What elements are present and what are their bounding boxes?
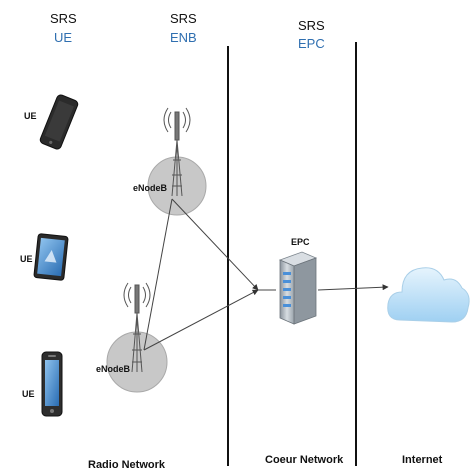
enodeb-label-top: eNodeB bbox=[133, 183, 168, 193]
enodeb-label-bottom: eNodeB bbox=[96, 364, 131, 374]
zone-label-internet: Internet bbox=[402, 454, 443, 466]
device-label-ue: UE bbox=[20, 254, 33, 264]
device-label-ue: UE bbox=[22, 389, 35, 399]
cloud-icon bbox=[387, 267, 470, 323]
header-epc-subtitle: EPC bbox=[298, 36, 325, 51]
tablet-icon bbox=[33, 233, 69, 281]
link-epc-internet bbox=[317, 284, 389, 291]
mobile-phone-icon bbox=[41, 351, 63, 417]
header-enb-subtitle: ENB bbox=[170, 30, 197, 45]
epc-label: EPC bbox=[291, 237, 310, 247]
device-label-ue: UE bbox=[24, 111, 37, 121]
antenna-tower-icon bbox=[163, 107, 191, 197]
header-enb-title: SRS bbox=[170, 11, 197, 26]
zone-label-core-network: Coeur Network bbox=[265, 454, 344, 466]
header-ue-title: SRS bbox=[50, 11, 77, 26]
header-ue-subtitle: UE bbox=[54, 30, 73, 45]
antenna-tower-icon bbox=[123, 282, 151, 373]
link-enodeb-top-epc bbox=[171, 198, 259, 291]
header-epc-title: SRS bbox=[298, 18, 325, 33]
zone-label-radio-network: Radio Network bbox=[88, 459, 166, 471]
link-enodeb-bottom-epc bbox=[143, 289, 259, 351]
link-enodeb-enodeb bbox=[143, 198, 173, 351]
smartphone-icon bbox=[39, 94, 79, 150]
server-icon bbox=[278, 251, 318, 325]
